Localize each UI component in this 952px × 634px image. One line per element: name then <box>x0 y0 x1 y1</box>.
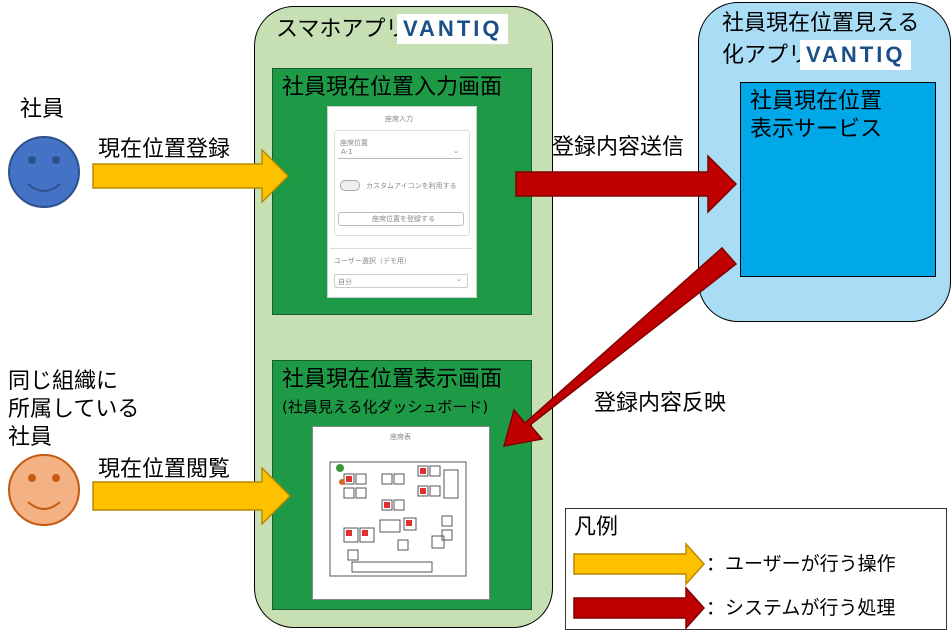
chevron-down-icon: ⌄ <box>453 147 459 155</box>
legend-user-arrow <box>573 542 706 586</box>
vantiq-logo-left: VANTIQ <box>397 14 509 44</box>
floor-plan-walls <box>329 461 467 577</box>
employee-face-icon <box>8 136 80 208</box>
smartphone-app-title: スマホアプリ <box>276 17 408 42</box>
input-screen-title: 社員現在位置入力画面 <box>282 75 503 100</box>
phone-divider <box>330 248 472 249</box>
user-select[interactable] <box>334 274 468 288</box>
display-screen-title: 社員現在位置表示画面 <box>282 367 503 392</box>
chevron-down-icon: ⌄ <box>456 275 462 283</box>
floor-plan-title: 座席表 <box>390 433 411 441</box>
view-arrow-label: 現在位置閲覧 <box>98 457 231 482</box>
employee-location-marker <box>336 464 344 472</box>
service-label-line1: 社員現在位置 <box>750 89 883 114</box>
reflect-arrow <box>502 246 738 447</box>
legend-system-arrow <box>573 586 706 630</box>
phone-mockup <box>327 106 477 298</box>
legend-system-action: ：システムが行う処理 <box>706 597 896 619</box>
seat-select-value: A-1 <box>341 148 353 156</box>
location-display-service <box>740 82 936 277</box>
user-select-value: 自分 <box>338 278 352 286</box>
colleague-label-line2: 所属している <box>8 397 140 422</box>
register-arrow-label: 現在位置登録 <box>98 137 231 162</box>
seat-field-label: 座席位置 <box>340 139 368 147</box>
employee-label: 社員 <box>20 97 65 122</box>
service-label-line2: 表示サービス <box>750 117 883 142</box>
seat-select[interactable] <box>338 148 462 159</box>
send-arrow-label: 登録内容送信 <box>552 135 685 160</box>
phone-card <box>334 130 470 236</box>
colleague-label-line3: 社員 <box>8 425 53 450</box>
reflect-arrow-label: 登録内容反映 <box>594 391 727 416</box>
vantiq-logo-right: VANTIQ <box>800 40 912 70</box>
phone-header: 座席入力 <box>385 115 413 123</box>
visualization-app-title-line1: 社員現在位置見える <box>722 11 920 36</box>
legend-title: 凡例 <box>574 515 619 540</box>
floor-plan <box>312 426 490 600</box>
user-select-label: ユーザー選択（デモ用） <box>334 257 411 265</box>
visualization-app-title-line2: 化アプリ <box>722 43 811 68</box>
display-screen-subtitle: (社員見える化ダッシュボード) <box>282 398 489 416</box>
colleague-label-line1: 同じ組織に <box>8 369 119 394</box>
view-arrow <box>92 466 292 526</box>
register-seat-button-label: 座席位置を登録する <box>372 215 435 223</box>
register-seat-button[interactable] <box>338 212 464 226</box>
send-arrow <box>515 154 738 214</box>
custom-icon-toggle[interactable] <box>340 180 360 191</box>
custom-icon-toggle-label: カスタムアイコンを利用する <box>366 182 457 190</box>
colleague-face-icon <box>8 454 80 526</box>
register-arrow <box>92 148 290 204</box>
legend-user-action: ：ユーザーが行う操作 <box>706 553 896 575</box>
